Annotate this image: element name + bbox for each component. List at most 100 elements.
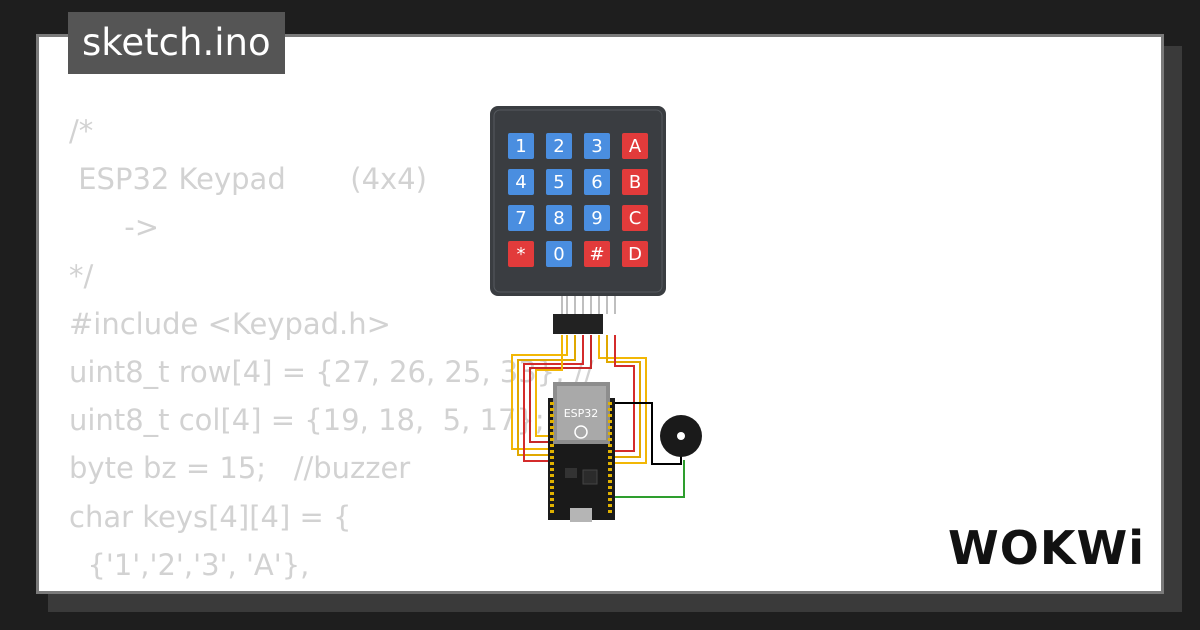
header-pin [608, 498, 612, 501]
keypad-key-0[interactable]: 0 [546, 241, 572, 267]
wires [511, 335, 685, 498]
wokwi-logo: WOKWi [948, 521, 1145, 575]
keypad-bezel [493, 109, 663, 293]
keypad-connector [553, 314, 603, 334]
header-pin [550, 462, 554, 465]
code-line: */ [69, 258, 94, 293]
header-pin [608, 474, 612, 477]
code-line: ESP32 Keypad (4x4) [69, 162, 427, 197]
header-pin [608, 486, 612, 489]
header-pin [608, 438, 612, 441]
header-pin [550, 438, 554, 441]
wire-green [615, 460, 685, 498]
keypad-key-label: 0 [553, 244, 564, 265]
header-pin [550, 504, 554, 507]
keypad-key-3[interactable]: 3 [584, 133, 610, 159]
header-pin [608, 444, 612, 447]
header-pin [550, 510, 554, 513]
keypad-key-label: 8 [553, 208, 564, 229]
code-line: uint8_t col[4] = {19, 18, 5, 17}; // [69, 403, 574, 438]
code-preview: /* ESP32 Keypad (4x4) -> */ #include <Ke… [69, 107, 594, 591]
board-chip [565, 468, 577, 478]
keypad-key-label: A [629, 136, 642, 157]
keypad-key-label: 5 [553, 172, 564, 193]
header-pin [608, 468, 612, 471]
header-pin [550, 408, 554, 411]
header-pin [608, 492, 612, 495]
keypad-key-B[interactable]: B [622, 169, 648, 195]
logo-text: WOKWi [948, 521, 1145, 575]
wire-yellow-5 [535, 335, 563, 437]
wire-yellow-2 [517, 335, 576, 456]
keypad-key-label: 4 [515, 172, 526, 193]
keypad-key-4[interactable]: 4 [508, 169, 534, 195]
keypad-key-6[interactable]: 6 [584, 169, 610, 195]
code-line: -> [69, 210, 160, 245]
keypad-4x4: 1 2 3 A 4 5 6 B 7 8 9 C * 0 # D [490, 106, 666, 334]
keypad-key-label: 6 [591, 172, 602, 193]
espressif-logo-icon [574, 425, 588, 439]
code-line: /* [69, 114, 94, 148]
keypad-key-label: C [629, 208, 642, 229]
header-pin [550, 474, 554, 477]
keypad-key-2[interactable]: 2 [546, 133, 572, 159]
keypad-key-5[interactable]: 5 [546, 169, 572, 195]
wire-red-1 [523, 335, 584, 462]
header-pin [608, 408, 612, 411]
keypad-key-8[interactable]: 8 [546, 205, 572, 231]
wire-red-3 [614, 335, 635, 452]
esp32-board: ESP32 [548, 382, 615, 522]
wire-yellow-4 [606, 335, 641, 458]
keypad-key-label: 1 [515, 136, 526, 157]
header-pin [608, 462, 612, 465]
wire-yellow-3 [598, 335, 647, 464]
header-pin [608, 420, 612, 423]
keypad-key-label: B [629, 172, 641, 193]
header-pin [550, 480, 554, 483]
header-pin [608, 510, 612, 513]
header-pin [608, 480, 612, 483]
header-pin [550, 414, 554, 417]
keypad-key-label: 7 [515, 208, 526, 229]
header-pin [608, 504, 612, 507]
keypad-key-#[interactable]: # [584, 241, 610, 267]
keypad-key-label: 3 [591, 136, 602, 157]
header-pin [608, 426, 612, 429]
keypad-key-label: * [517, 244, 526, 265]
keypad-key-label: D [628, 244, 642, 265]
header-pin [608, 402, 612, 405]
header-pin [550, 468, 554, 471]
header-pin [550, 402, 554, 405]
keypad-key-label: 2 [553, 136, 564, 157]
header-pin [550, 426, 554, 429]
keypad-key-7[interactable]: 7 [508, 205, 534, 231]
header-pin [550, 420, 554, 423]
code-line: #include <Keypad.h> [69, 306, 391, 341]
board-pins [550, 402, 612, 513]
keypad-key-A[interactable]: A [622, 133, 648, 159]
usb-port-icon [570, 508, 592, 522]
keypad-key-9[interactable]: 9 [584, 205, 610, 231]
code-line: {'1','2','3', 'A'}, [69, 547, 310, 582]
header-pin [608, 456, 612, 459]
wire-black [615, 402, 682, 465]
esp32-shield [557, 386, 606, 440]
keypad-connector-pins [561, 296, 616, 314]
header-pin [550, 498, 554, 501]
keypad-key-label: # [589, 244, 604, 265]
keypad-key-C[interactable]: C [622, 205, 648, 231]
keypad-key-label: 9 [591, 208, 602, 229]
file-tab[interactable]: sketch.ino [68, 12, 285, 74]
board-label: ESP32 [564, 407, 599, 420]
header-pin [550, 492, 554, 495]
wire-red-2 [529, 335, 592, 443]
keypad-keys: 1 2 3 A 4 5 6 B 7 8 9 C * 0 # D [508, 133, 648, 267]
header-pin [608, 414, 612, 417]
code-line: char keys[4][4] = { [69, 499, 352, 534]
header-pin [550, 456, 554, 459]
keypad-key-D[interactable]: D [622, 241, 648, 267]
keypad-key-*[interactable]: * [508, 241, 534, 267]
header-pin [608, 432, 612, 435]
keypad-key-1[interactable]: 1 [508, 133, 534, 159]
